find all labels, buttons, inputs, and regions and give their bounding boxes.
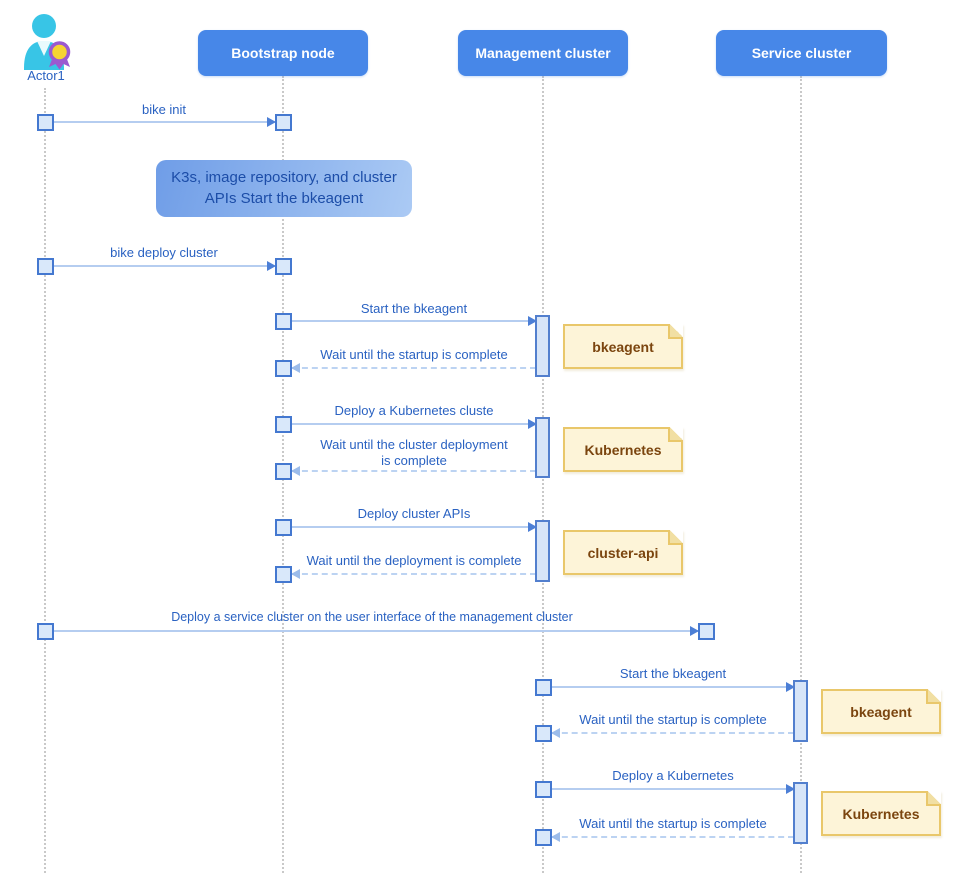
message-start-bkeagent-2-label: Start the bkeagent — [619, 666, 727, 681]
return-wait-startup-2-arrow — [551, 728, 794, 738]
participant-label: Management cluster — [475, 45, 611, 61]
message-endpoint — [275, 566, 292, 583]
return-wait-startup-3-arrow — [551, 832, 794, 842]
arrowhead-icon — [690, 626, 699, 636]
arrowhead-icon — [551, 832, 560, 842]
return-wait-deployment-label: Wait until the deployment is complete — [306, 553, 522, 568]
message-endpoint — [275, 313, 292, 330]
note-bkeagent-1: bkeagent — [563, 324, 683, 369]
message-endpoint — [275, 416, 292, 433]
note-label: Kubernetes — [584, 441, 662, 458]
arrowhead-icon — [291, 363, 300, 373]
note-fold-icon — [668, 530, 683, 545]
message-deploy-cluster-apis-arrow — [292, 522, 537, 532]
message-endpoint — [535, 781, 552, 798]
arrowhead-icon — [291, 569, 300, 579]
message-deploy-service-cluster-arrow — [54, 626, 699, 636]
message-endpoint — [535, 829, 552, 846]
message-endpoint — [275, 360, 292, 377]
participant-bootstrap-node: Bootstrap node — [198, 30, 368, 76]
participant-label: Service cluster — [751, 45, 852, 61]
return-wait-deployment-arrow — [291, 569, 536, 579]
message-deploy-kubernetes-arrow — [292, 419, 537, 429]
arrowhead-icon — [267, 117, 276, 127]
message-deploy-kubernetes-2-arrow — [552, 784, 795, 794]
message-endpoint — [275, 463, 292, 480]
arrowhead-icon — [551, 728, 560, 738]
message-start-bkeagent-arrow — [292, 316, 537, 326]
message-deploy-kubernetes-2-label: Deploy a Kubernetes — [612, 768, 734, 783]
arrowhead-icon — [786, 682, 795, 692]
message-bike-deploy-cluster-label: bike deploy cluster — [110, 245, 218, 260]
participant-label: Bootstrap node — [231, 45, 335, 61]
activation-bar — [535, 315, 550, 377]
arrowhead-icon — [291, 466, 300, 476]
message-bike-init-arrow — [54, 117, 276, 127]
message-endpoint — [275, 258, 292, 275]
note-label: bkeagent — [592, 338, 654, 355]
note-label: Kubernetes — [842, 805, 920, 822]
participant-management-cluster: Management cluster — [458, 30, 628, 76]
arrowhead-icon — [786, 784, 795, 794]
message-endpoint — [275, 519, 292, 536]
message-bike-init-label: bike init — [141, 102, 187, 117]
message-endpoint — [275, 114, 292, 131]
message-start-bkeagent-label: Start the bkeagent — [360, 301, 468, 316]
activation-bar — [793, 782, 808, 844]
return-wait-cluster-deployment-label: Wait until the cluster deployment is com… — [320, 437, 508, 469]
lifeline-service-cluster — [800, 76, 802, 873]
arrowhead-icon — [528, 522, 537, 532]
note-label: cluster-api — [587, 544, 659, 561]
actor-icon — [24, 14, 71, 70]
note-kubernetes-2: Kubernetes — [821, 791, 941, 836]
return-wait-cluster-deployment-arrow — [291, 466, 536, 476]
arrowhead-icon — [528, 316, 537, 326]
note-fold-icon — [668, 324, 683, 339]
note-cluster-api: cluster-api — [563, 530, 683, 575]
actor-label: Actor1 — [27, 68, 65, 83]
message-endpoint — [37, 258, 54, 275]
lifeline-actor1 — [44, 88, 46, 873]
activation-bar — [793, 680, 808, 742]
message-start-bkeagent-2-arrow — [552, 682, 795, 692]
note-k3s: K3s, image repository, and cluster APIs … — [156, 160, 412, 217]
message-endpoint — [535, 725, 552, 742]
note-fold-icon — [926, 791, 941, 806]
message-deploy-kubernetes-label: Deploy a Kubernetes cluste — [334, 403, 494, 418]
message-endpoint — [37, 623, 54, 640]
arrowhead-icon — [528, 419, 537, 429]
message-endpoint — [698, 623, 715, 640]
return-wait-startup-2-label: Wait until the startup is complete — [579, 712, 767, 727]
activation-bar — [535, 417, 550, 478]
message-bike-deploy-cluster-arrow — [54, 261, 276, 271]
note-bkeagent-2: bkeagent — [821, 689, 941, 734]
note-fold-icon — [668, 427, 683, 442]
arrowhead-icon — [267, 261, 276, 271]
message-endpoint — [37, 114, 54, 131]
return-wait-startup-label: Wait until the startup is complete — [320, 347, 508, 362]
return-wait-startup-3-label: Wait until the startup is complete — [579, 816, 767, 831]
return-wait-startup-arrow — [291, 363, 536, 373]
message-deploy-cluster-apis-label: Deploy cluster APIs — [357, 506, 471, 521]
note-fold-icon — [926, 689, 941, 704]
message-deploy-service-cluster-label: Deploy a service cluster on the user int… — [171, 610, 573, 624]
note-label: bkeagent — [850, 703, 912, 720]
note-kubernetes-1: Kubernetes — [563, 427, 683, 472]
activation-bar — [535, 520, 550, 582]
message-endpoint — [535, 679, 552, 696]
participant-service-cluster: Service cluster — [716, 30, 887, 76]
